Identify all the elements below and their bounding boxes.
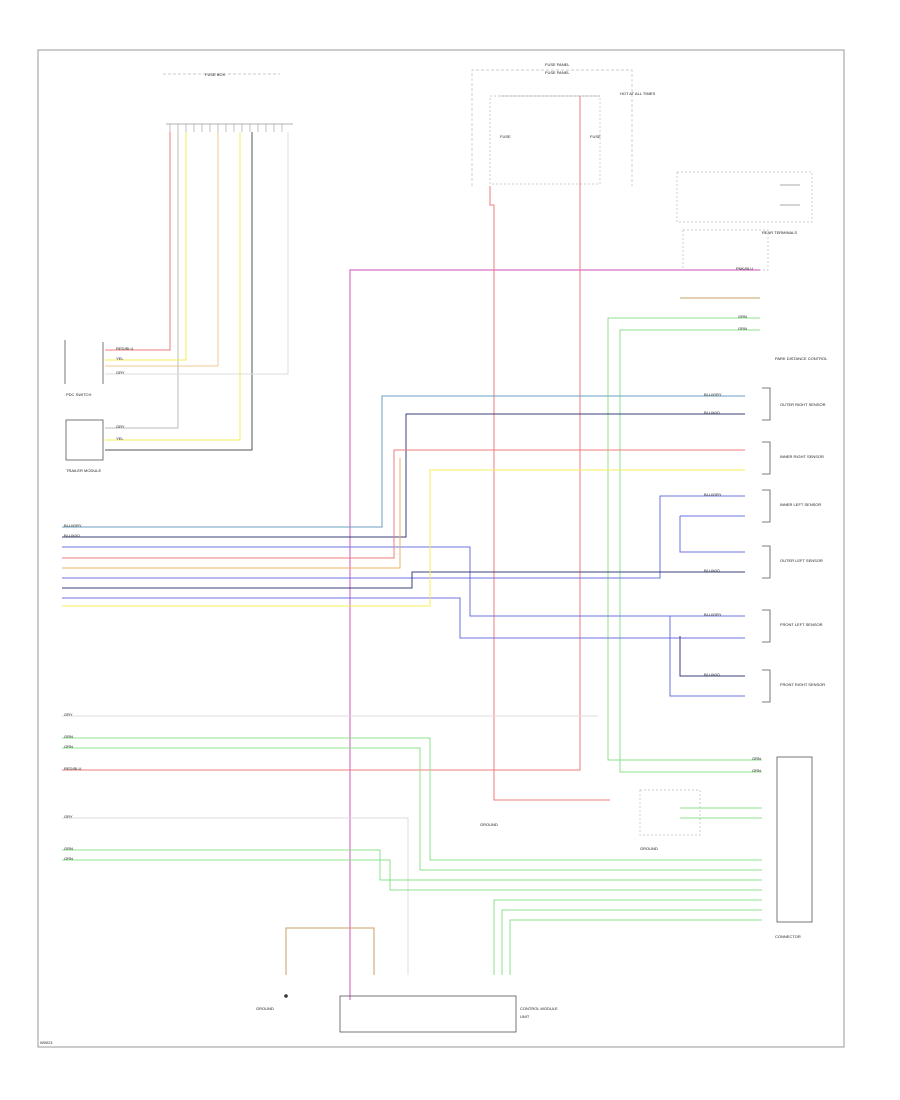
svg-text:BLU/GRY: BLU/GRY xyxy=(704,492,722,497)
svg-text:BLU/GRY: BLU/GRY xyxy=(64,523,82,528)
svg-text:INNER RIGHT SENSOR: INNER RIGHT SENSOR xyxy=(780,454,824,459)
fuse-panel-inner xyxy=(489,95,601,185)
diagram-frame xyxy=(37,49,845,1048)
svg-text:GROUND: GROUND xyxy=(480,822,498,827)
svg-text:BLU/VIO: BLU/VIO xyxy=(704,568,720,573)
sensor-outer-right: OUTER RIGHT SENSOR xyxy=(762,387,826,421)
svg-text:GRN: GRN xyxy=(64,846,73,851)
lower-wires xyxy=(62,715,762,975)
svg-text:GRN: GRN xyxy=(64,734,73,739)
rear-terminals: REAR TERMINALS xyxy=(676,171,813,271)
svg-text:GROUND: GROUND xyxy=(256,1006,274,1011)
sensor-outer-left: OUTER LEFT SENSOR xyxy=(762,545,823,579)
ground-lower-left: GROUND xyxy=(256,994,288,1011)
svg-text:RED/BLU: RED/BLU xyxy=(116,346,133,351)
svg-text:GRY: GRY xyxy=(116,424,125,429)
fuse-panel-note: HOT AT ALL TIMES xyxy=(620,91,655,96)
fuse-right-label: FUSE xyxy=(590,134,601,139)
rear-connector-label: CONNECTOR xyxy=(775,934,801,939)
svg-text:GRN: GRN xyxy=(64,856,73,861)
svg-text:FRONT RIGHT SENSOR: FRONT RIGHT SENSOR xyxy=(780,682,825,687)
wire-labels: RED/BLU YEL GRY GRY YEL PNK/BLU GRN GRN … xyxy=(64,266,761,861)
svg-text:INNER LEFT SENSOR: INNER LEFT SENSOR xyxy=(780,502,821,507)
diagram-footer-code: W0021 xyxy=(40,1040,53,1045)
svg-text:YEL: YEL xyxy=(116,436,124,441)
svg-text:OUTER LEFT SENSOR: OUTER LEFT SENSOR xyxy=(780,558,823,563)
svg-text:BLU/VIO: BLU/VIO xyxy=(704,672,720,677)
svg-text:PNK/BLU: PNK/BLU xyxy=(736,266,753,271)
wire-green-right-b xyxy=(619,329,762,773)
svg-text:BLU/VIO: BLU/VIO xyxy=(704,410,720,415)
svg-text:GRN: GRN xyxy=(738,314,747,319)
svg-text:GRN: GRN xyxy=(752,768,761,773)
svg-text:BLU/VIO: BLU/VIO xyxy=(64,533,80,538)
svg-text:GRY: GRY xyxy=(64,814,73,819)
svg-text:GROUND: GROUND xyxy=(640,846,658,851)
pdc-switch: PDC SWITCH xyxy=(64,340,104,397)
trailer-module: TRAILER MODULE xyxy=(65,419,104,473)
wire-red-fuse-right xyxy=(62,96,581,771)
svg-text:BLU/GRY: BLU/GRY xyxy=(704,612,722,617)
fuse-box: FUSE BOX xyxy=(163,72,293,132)
sensor-group: PARK DISTANCE CONTROL OUTER RIGHT SENSOR… xyxy=(762,356,828,703)
sensor-harness xyxy=(62,395,745,697)
sensor-front-left: FRONT LEFT SENSOR xyxy=(762,609,823,643)
rear-connector: CONNECTOR xyxy=(775,756,813,939)
fuse-box-wires xyxy=(105,132,289,451)
svg-text:OUTER RIGHT SENSOR: OUTER RIGHT SENSOR xyxy=(780,402,826,407)
trailer-module-label: TRAILER MODULE xyxy=(66,468,101,473)
svg-text:BLU/GRY: BLU/GRY xyxy=(704,392,722,397)
sensor-group-label: PARK DISTANCE CONTROL xyxy=(775,356,828,361)
rear-terminals-label: REAR TERMINALS xyxy=(762,230,797,235)
wire-green-right-a xyxy=(607,317,762,761)
svg-text:GRY: GRY xyxy=(116,370,125,375)
fuse-panel: FUSE PANEL FUSE PANEL HOT AT ALL TIMES F… xyxy=(471,62,655,186)
wire-red-fuse-left xyxy=(489,186,610,801)
fuse-panel-title: FUSE PANEL xyxy=(545,62,570,67)
svg-text:GRY: GRY xyxy=(64,712,73,717)
ground-lower-right: GROUND GROUND xyxy=(480,789,701,851)
sensor-front-right: FRONT RIGHT SENSOR xyxy=(762,669,825,703)
wire-pink-main xyxy=(349,269,760,1000)
control-module: CONTROL MODULE UNIT xyxy=(339,995,558,1033)
fuse-box-title: FUSE BOX xyxy=(205,72,226,77)
fuse-panel-subtitle: FUSE PANEL xyxy=(545,70,570,75)
svg-text:RED/BLU: RED/BLU xyxy=(64,766,81,771)
pdc-switch-label: PDC SWITCH xyxy=(66,392,91,397)
sensor-inner-left: INNER LEFT SENSOR xyxy=(762,489,821,523)
svg-text:YEL: YEL xyxy=(116,356,124,361)
control-module-sub: UNIT xyxy=(520,1014,530,1019)
svg-text:GRN: GRN xyxy=(738,326,747,331)
sensor-inner-right: INNER RIGHT SENSOR xyxy=(762,441,824,475)
svg-text:GRN: GRN xyxy=(752,756,761,761)
control-module-label: CONTROL MODULE xyxy=(520,1006,558,1011)
svg-text:GRN: GRN xyxy=(64,744,73,749)
svg-text:FRONT LEFT SENSOR: FRONT LEFT SENSOR xyxy=(780,622,823,627)
fuse-left-label: FUSE xyxy=(500,134,511,139)
